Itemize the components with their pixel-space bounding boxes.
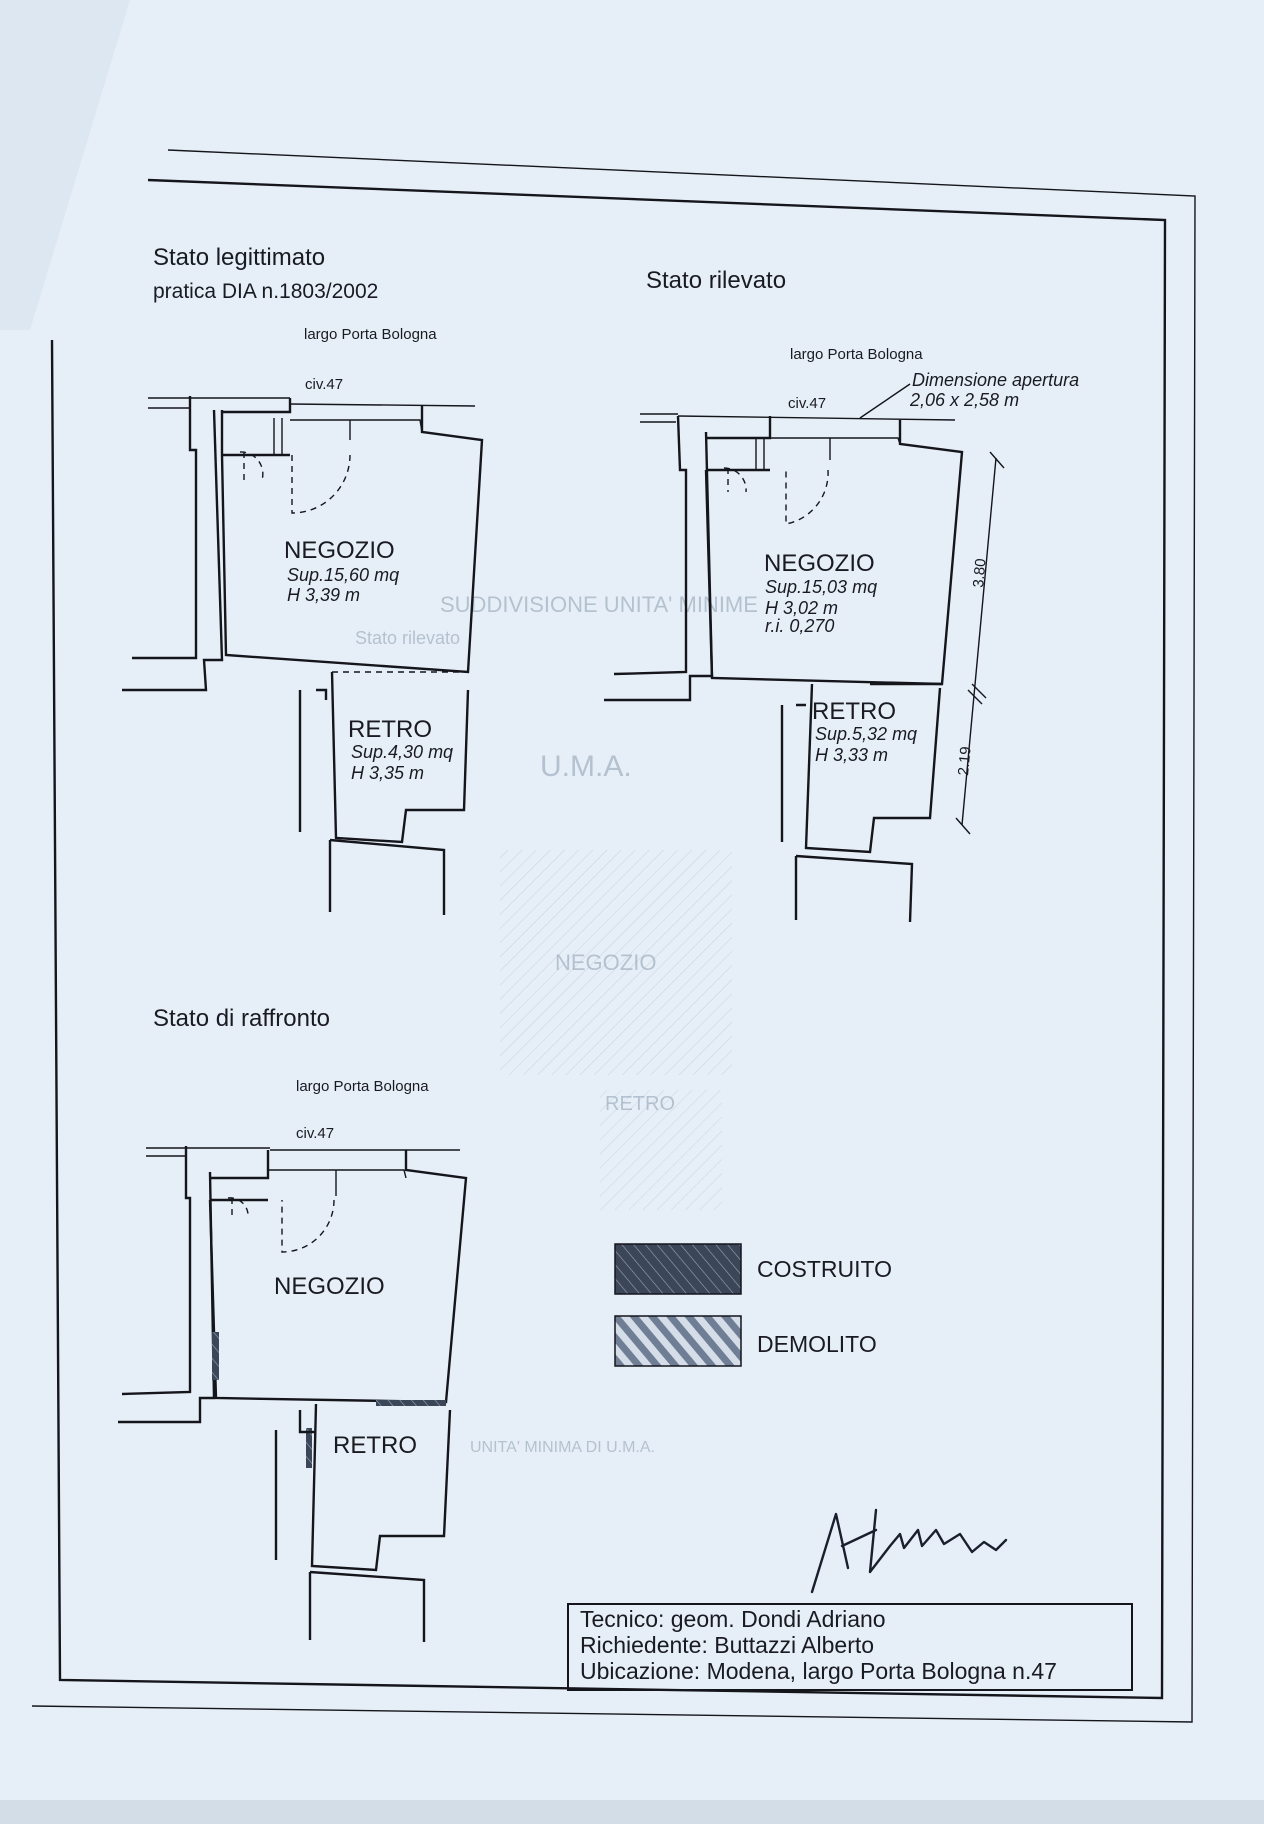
street-label: largo Porta Bologna [304,326,437,343]
street-label: largo Porta Bologna [296,1078,429,1095]
left-wall-outer [613,415,688,676]
paper-bottom-shadow [0,1800,1264,1824]
swing-door-left [227,1197,249,1219]
inner-frame [50,178,1167,1700]
shopfront-frame [268,1169,407,1196]
civic-label: civ.47 [296,1125,334,1142]
title-stato-raffronto: Stato di raffronto [153,1005,330,1032]
negozio-walls [704,420,964,686]
built-wall-retro [306,1428,312,1468]
ghost-subheading: Stato rilevato [355,628,460,648]
room-area-negozio: Sup.15,60 mq [287,565,399,585]
title-block: Tecnico: geom. Dondi Adriano Richiedente… [567,1603,1133,1691]
swing-door-left [239,451,264,481]
room-label-retro: RETRO [333,1432,417,1459]
swing-door-main [291,454,351,514]
retro-corridor-wall [780,703,806,842]
title-stato-rilevato: Stato rilevato [646,267,786,294]
room-area-negozio: Sup.15,03 mq [765,577,877,597]
tecnico-line: Tecnico: geom. Dondi Adriano [580,1606,886,1632]
ghost-hatch-area [500,850,732,1075]
ubicazione-line: Ubicazione: Modena, largo Porta Bologna … [580,1658,1057,1684]
shopfront-mullions [273,418,283,455]
legend: COSTRUITO DEMOLITO [614,1243,892,1367]
room-label-retro: RETRO [348,716,432,743]
dim-lower: 2.19 [955,746,974,777]
legend-swatch-built [614,1243,742,1295]
room-ri-negozio: r.i. 0,270 [765,616,834,636]
room-label-negozio: NEGOZIO [274,1273,385,1300]
room-height-negozio: H 3,39 m [287,585,360,605]
ghost-negozio: NEGOZIO [555,950,656,975]
built-wall-divider [376,1400,446,1406]
built-wall-left [212,1332,219,1380]
ghost-hatch-area-2 [600,1090,722,1210]
room-label-negozio: NEGOZIO [764,550,875,577]
room-area-retro: Sup.5,32 mq [815,724,917,744]
title-block-box [567,1603,1133,1691]
rear-stair-walls [308,1570,426,1642]
shopfront-frame [290,419,423,440]
left-wall-outer [132,396,198,660]
room-area-retro: Sup.4,30 mq [351,742,453,762]
folded-page-corner [0,0,130,330]
plan-legittimato: largo Porta Bologna civ.47 NEGOZIO Sup.1… [122,326,484,915]
swing-door-left [723,467,747,493]
retro-walls [330,671,470,844]
title-stato-legittimato: Stato legittimato [153,244,325,271]
opening-value: 2,06 x 2,58 m [909,390,1019,410]
dimension-line [961,457,997,826]
street-line [148,397,476,409]
shopfront-mullions [755,438,765,470]
retro-corridor-wall [298,688,328,832]
left-wall-outer [121,1146,192,1396]
retro-corridor-wall [274,1410,316,1560]
retro-walls [804,683,942,854]
legend-label-built: COSTRUITO [757,1256,892,1282]
ghost-uma: U.M.A. [540,750,632,783]
room-height-negozio: H 3,02 m [765,598,838,618]
dim-upper: 3.80 [970,558,989,589]
room-label-retro: RETRO [812,698,896,725]
outer-frame [31,149,1196,1723]
room-label-negozio: NEGOZIO [284,537,395,564]
left-wall-inner [122,409,224,692]
rear-stair-walls [328,838,446,915]
ghost-heading: SUDDIVISIONE UNITA' MINIME [440,592,758,617]
legend-label-demolished: DEMOLITO [757,1331,877,1357]
plan-raffronto: largo Porta Bologna civ.47 NEGOZIO RETRO [118,1078,468,1642]
street-line [640,413,956,423]
rear-stair-walls [794,854,914,923]
opening-label: Dimensione apertura [912,370,1079,390]
richiedente-line: Richiedente: Buttazzi Alberto [580,1632,874,1658]
room-height-retro: H 3,35 m [351,763,424,783]
dimension-ticks [955,451,1005,835]
ghost-footer: UNITA' MINIMA DI U.M.A. [470,1439,655,1456]
ghost-retro: RETRO [605,1093,675,1115]
negozio-walls [220,406,484,674]
subtitle-pratica-dia: pratica DIA n.1803/2002 [153,280,378,303]
room-height-retro: H 3,33 m [815,745,888,765]
legend-swatch-demolished [614,1315,742,1367]
street-label: largo Porta Bologna [790,346,923,363]
shopfront-frame [770,437,901,460]
plan-rilevato: largo Porta Bologna civ.47 Dimensione ap… [604,346,1079,923]
street-line [146,1147,460,1157]
civic-label: civ.47 [305,376,343,393]
retro-walls [310,1403,452,1572]
civic-label: civ.47 [788,395,826,412]
show-through-layer: SUDDIVISIONE UNITA' MINIME Stato rilevat… [355,592,758,1456]
opening-leader-line [859,383,911,419]
swing-door-main [785,469,829,525]
signature [810,1508,1008,1594]
